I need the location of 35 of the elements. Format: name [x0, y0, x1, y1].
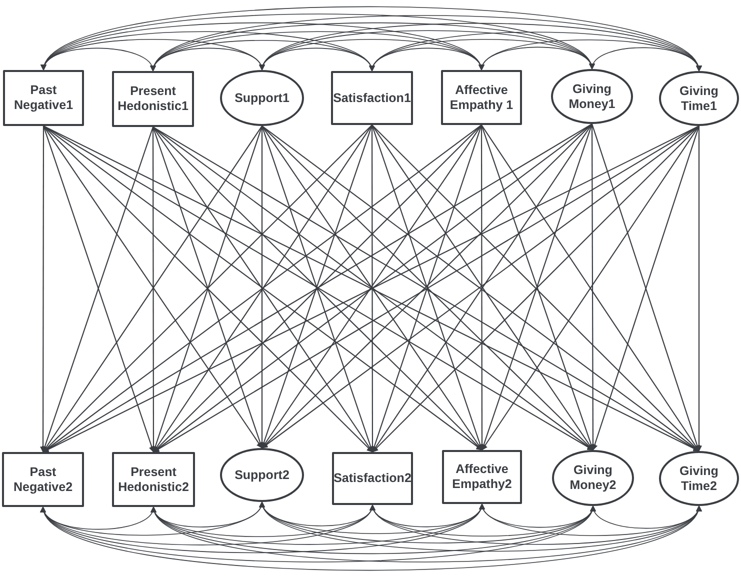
variable-box [442, 450, 522, 504]
covariance-arrow [482, 503, 700, 536]
variable-box [2, 452, 84, 507]
node-label: Giving Time2 [678, 464, 720, 494]
covariance-arrow [262, 22, 700, 72]
node-label: Past Negative2 [12, 464, 74, 494]
covariance-arrow [42, 506, 700, 571]
node-label: Giving Time1 [678, 84, 720, 114]
node-label: Present Hedonistic2 [117, 464, 190, 494]
covariance-arrow [43, 6, 700, 72]
variable-box [331, 71, 413, 125]
covariance-arrow [152, 15, 700, 72]
covariance-arrow [590, 47, 700, 72]
covariance-arrow [153, 506, 700, 562]
node-label: Giving Money2 [568, 463, 618, 493]
arrow [150, 127, 156, 453]
node-label: Support1 [234, 90, 290, 106]
node-label: Present Hedonistic1 [116, 84, 190, 114]
arrow [40, 126, 46, 453]
node-label: Support2 [234, 468, 290, 482]
variable-box [332, 452, 413, 505]
node-label: Satisfaction1 [332, 90, 412, 106]
covariance-arrow [262, 501, 700, 552]
variable-box [3, 70, 84, 126]
variable-box [112, 71, 194, 127]
covariance-arrow [592, 505, 700, 529]
variable-box [441, 70, 522, 125]
node-label: Affective Empathy 1 [448, 82, 514, 112]
variable-box [112, 452, 195, 507]
arrow [590, 124, 596, 451]
node-label: Satisfaction2 [332, 471, 412, 486]
arrow [696, 126, 702, 452]
node-label: Past Negative1 [12, 83, 74, 113]
node-label: Giving Money1 [568, 82, 616, 112]
node-label: Affective Empathy2 [451, 462, 513, 492]
